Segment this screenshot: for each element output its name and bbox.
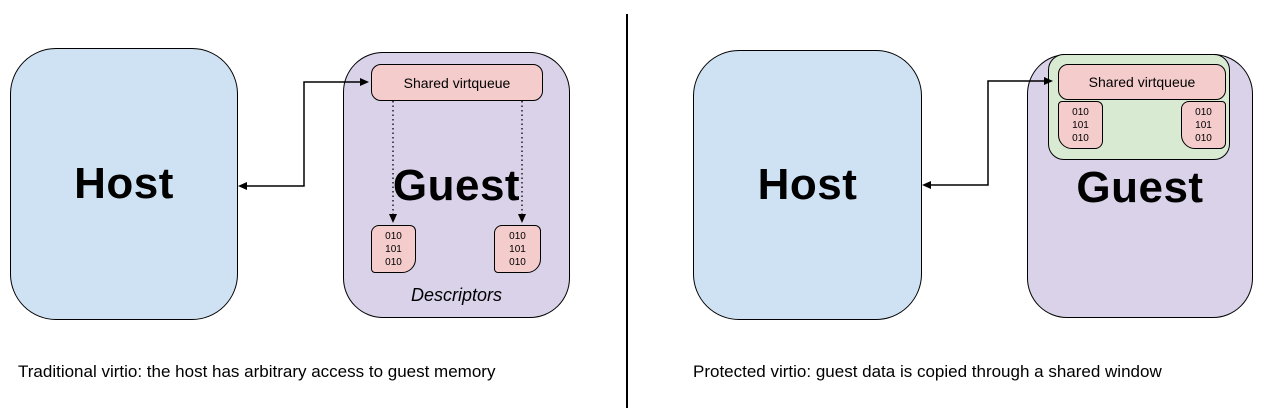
shared-virtqueue-box: Shared virtqueue [371, 64, 543, 101]
descriptors-label: Descriptors [410, 285, 503, 305]
caption-protected: Protected virtio: guest data is copied t… [693, 362, 1162, 381]
descriptor-block: 010 101 010 [371, 225, 416, 273]
guest-label: Guest [1076, 163, 1204, 212]
window-data-block: 010 101 010 [1058, 101, 1103, 149]
guest-label: Guest [392, 161, 521, 210]
host-box: Host [10, 48, 238, 320]
host-label: Host [757, 160, 858, 209]
host-label: Host [74, 159, 174, 208]
caption-traditional: Traditional virtio: the host has arbitra… [18, 362, 496, 381]
descriptor-block: 010 101 010 [494, 225, 541, 273]
host-box: Host [693, 50, 922, 320]
guest-box: Shared virtqueue Guest 010 101 010 010 1… [343, 52, 570, 318]
shared-window-box: Shared virtqueue 010 101 010 010 101 010 [1048, 54, 1230, 160]
window-data-block: 010 101 010 [1181, 101, 1226, 149]
panel-divider [626, 14, 628, 408]
shared-virtqueue-label: Shared virtqueue [1088, 74, 1196, 90]
shared-virtqueue-label: Shared virtqueue [403, 74, 511, 91]
guest-box: Shared virtqueue 010 101 010 010 101 010… [1027, 54, 1253, 318]
shared-virtqueue-box: Shared virtqueue [1058, 64, 1226, 100]
